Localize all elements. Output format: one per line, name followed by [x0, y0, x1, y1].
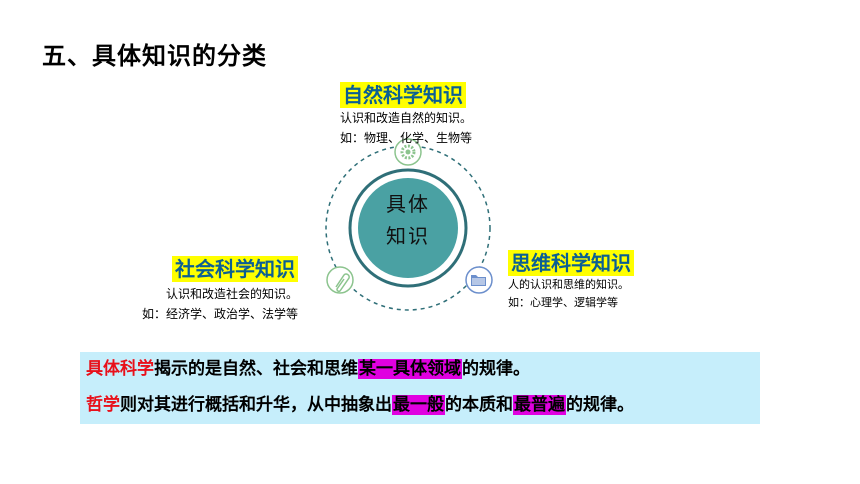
- social-science-block: 社会科学知识 认识和改造社会的知识。 如：经济学、政治学、法学等: [110, 256, 298, 324]
- summary-line-1-text: 揭示的是自然、社会和思维: [154, 359, 358, 379]
- highlight-specific-domain: 某一具体领域: [358, 359, 462, 379]
- natural-science-heading: 自然科学知识: [340, 82, 466, 108]
- social-science-examples: 如：经济学、政治学、法学等: [141, 307, 298, 321]
- knowledge-cycle-diagram: [325, 138, 493, 311]
- thought-science-desc: 人的认识和思维的知识。: [508, 278, 629, 291]
- center-label-line1: 具体: [386, 192, 430, 216]
- gear-icon: [394, 138, 422, 166]
- summary-line-2: 哲学则对其进行概括和升华，从中抽象出最一般的本质和最普遍的规律。: [86, 392, 634, 418]
- center-ring: [348, 168, 468, 288]
- summary-line-2-end: 的规律。: [566, 395, 634, 415]
- thought-science-block: 思维科学知识 人的认识和思维的知识。 如：心理学、逻辑学等: [508, 250, 634, 312]
- natural-science-block: 自然科学知识 认识和改造自然的知识。 如：物理、化学、生物等: [340, 82, 472, 148]
- paperclip-icon: [326, 266, 354, 294]
- page-title: 五、具体知识的分类: [42, 42, 267, 70]
- natural-science-desc: 认识和改造自然的知识。: [340, 111, 473, 125]
- summary-box: 具体科学揭示的是自然、社会和思维某一具体领域的规律。 哲学则对其进行概括和升华，…: [80, 352, 760, 424]
- social-science-heading: 社会科学知识: [172, 256, 298, 282]
- center-label: 具体 知识: [358, 188, 458, 252]
- summary-line-1: 具体科学揭示的是自然、社会和思维某一具体领域的规律。: [86, 356, 530, 382]
- center-circle: [358, 178, 458, 278]
- center-label-line2: 知识: [386, 224, 430, 248]
- summary-line-2-middle: 的本质和: [445, 395, 513, 415]
- folder-icon: [465, 266, 493, 294]
- term-concrete-science: 具体科学: [86, 359, 154, 379]
- highlight-most-general: 最一般: [392, 395, 445, 415]
- summary-line-1-end: 的规律。: [462, 359, 530, 379]
- term-philosophy: 哲学: [86, 395, 120, 415]
- social-science-desc: 认识和改造社会的知识。: [165, 287, 298, 301]
- thought-science-heading: 思维科学知识: [508, 250, 634, 276]
- thought-science-examples: 如：心理学、逻辑学等: [508, 296, 618, 309]
- highlight-most-universal: 最普遍: [513, 395, 566, 415]
- summary-line-2-text: 则对其进行概括和升华，从中抽象出: [120, 395, 392, 415]
- natural-science-examples: 如：物理、化学、生物等: [340, 131, 473, 145]
